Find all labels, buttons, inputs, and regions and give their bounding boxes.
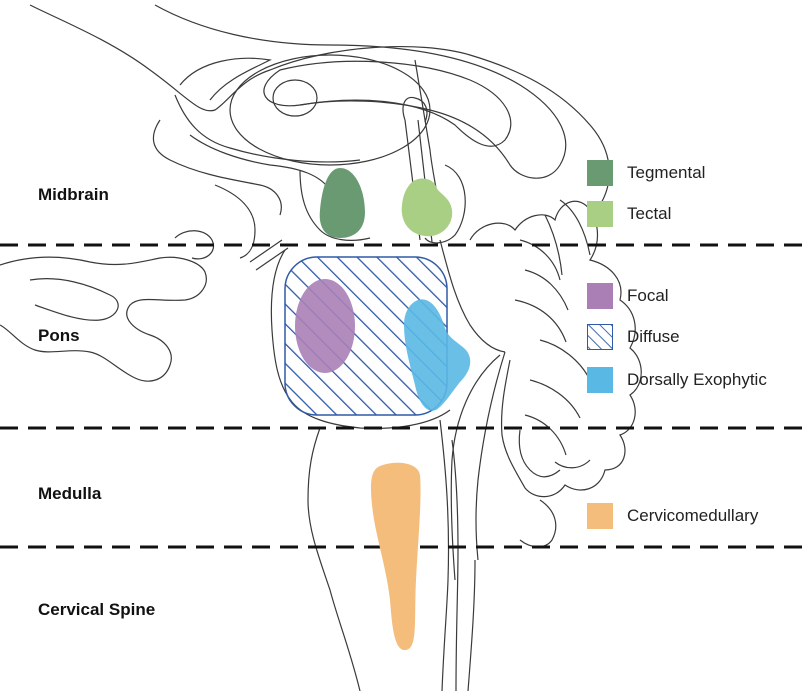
midbrain-label: Midbrain — [38, 185, 109, 205]
legend-label: Cervicomedullary — [627, 506, 758, 526]
tegmental-swatch — [587, 160, 613, 186]
central-canal — [440, 420, 449, 691]
corpus-callosum-inner — [264, 61, 511, 146]
hypothalamus-inner — [190, 135, 330, 190]
fourth-ventricle-back — [476, 352, 505, 560]
focal-tumor — [295, 279, 355, 373]
legend-item-focal: Focal — [587, 283, 669, 309]
cerebellum-folia-3 — [525, 340, 590, 455]
cerebellum-folia-2 — [545, 200, 590, 275]
pons-label: Pons — [38, 326, 80, 346]
legend-item-dorsally-exophytic: Dorsally Exophytic — [587, 367, 767, 393]
legend-item-diffuse: Diffuse — [587, 324, 680, 350]
cervicomedullary-tumor — [371, 463, 421, 650]
thalamus-outline — [230, 55, 430, 165]
tonsil-outline — [520, 500, 556, 547]
fornix-lower — [175, 95, 360, 162]
hypothalamus-outline — [153, 120, 281, 215]
pons-dorsal — [440, 240, 505, 352]
dorsally-exophytic-swatch — [587, 367, 613, 393]
legend-label: Tegmental — [627, 163, 705, 183]
diffuse-swatch — [587, 324, 613, 350]
optic-chiasm — [215, 185, 255, 258]
legend-item-tegmental: Tegmental — [587, 160, 705, 186]
cervicomedullary-swatch — [587, 503, 613, 529]
focal-swatch — [587, 283, 613, 309]
legend-label: Dorsally Exophytic — [627, 370, 767, 390]
spinal-cord-front — [468, 560, 475, 691]
legend-label: Diffuse — [627, 327, 680, 347]
legend-label: Focal — [627, 286, 669, 306]
legend-label: Tectal — [627, 204, 671, 224]
cerebellum-folia-1 — [515, 240, 568, 342]
interthalamic-adhesion — [273, 80, 317, 116]
medulla-posterior — [452, 440, 458, 691]
legend-item-cervicomedullary: Cervicomedullary — [587, 503, 758, 529]
cervical-spine-label: Cervical Spine — [38, 600, 155, 620]
cerebellum-lower — [519, 430, 590, 477]
tectal-tumor — [402, 179, 452, 237]
legend-item-tectal: Tectal — [587, 201, 671, 227]
tegmental-tumor — [320, 168, 365, 238]
medulla-anterior — [308, 428, 360, 691]
temporal-gyrus — [30, 279, 118, 321]
tumor-overlays — [285, 168, 470, 650]
tectal-swatch — [587, 201, 613, 227]
fornix-outline — [180, 58, 270, 100]
medulla-label: Medulla — [38, 484, 101, 504]
